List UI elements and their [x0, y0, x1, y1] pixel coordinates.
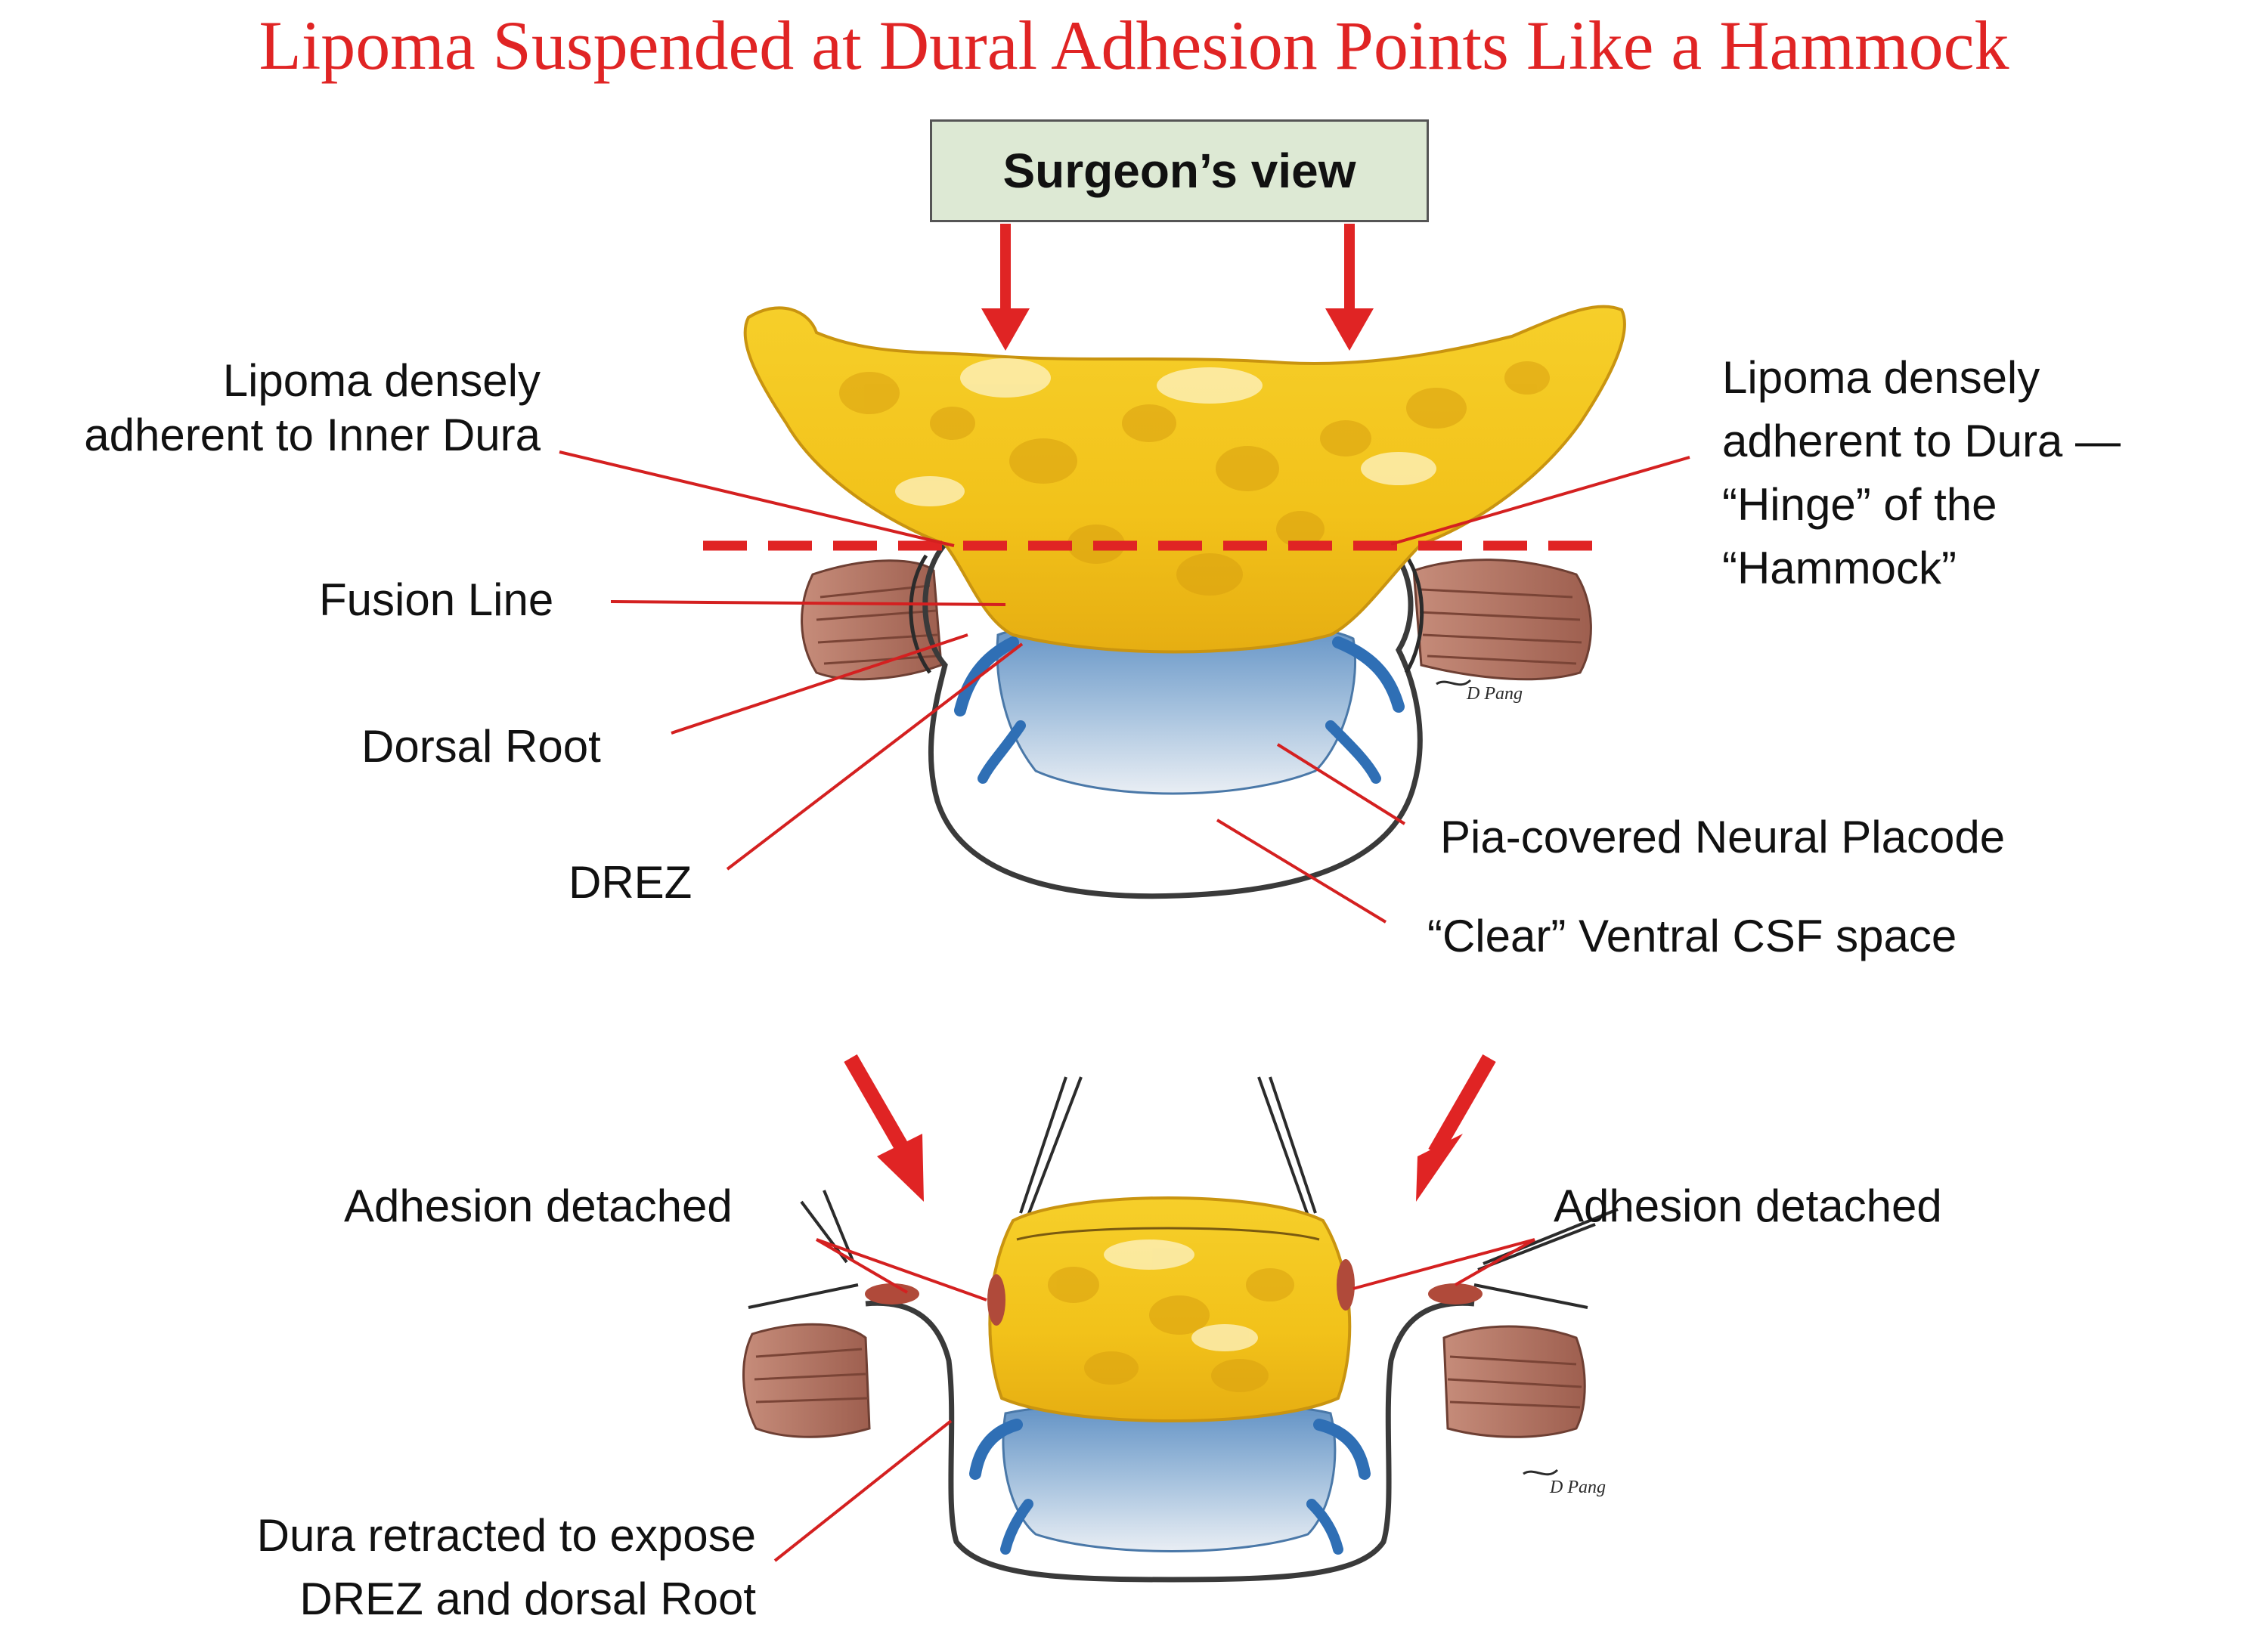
lower-signature: D Pang	[1523, 1469, 1606, 1497]
label-pia-placode: Pia-covered Neural Placode	[1440, 812, 2006, 862]
svg-text:D Pang: D Pang	[1466, 684, 1523, 704]
lower-retracted-dura	[865, 1300, 1475, 1583]
lower-leader-lines	[773, 1238, 1535, 1562]
lower-adhesion-tufts	[865, 1283, 1483, 1304]
lower-lipoma	[987, 1196, 1355, 1422]
label-adhesion-detached-left: Adhesion detached	[344, 1181, 733, 1231]
upper-muscle-right	[1412, 559, 1592, 681]
surgeon-view-arrows	[981, 224, 1374, 351]
svg-text:D Pang: D Pang	[1549, 1478, 1606, 1497]
upper-leader-lines	[559, 450, 1690, 924]
lower-neural-placode	[1002, 1400, 1337, 1552]
label-adhesion-detached-right: Adhesion detached	[1554, 1181, 1942, 1231]
label-lipoma-inner-dura: Lipoma densely adherent to Inner Dura	[84, 355, 541, 460]
upper-muscle-left	[801, 559, 943, 681]
lower-arrows	[844, 1054, 1496, 1202]
label-lipoma-dura-hinge: Lipoma densely adherent to Dura — “Hinge…	[1722, 352, 2121, 593]
lower-muscle-right	[1442, 1325, 1586, 1438]
label-dura-retracted: Dura retracted to expose DREZ and dorsal…	[256, 1510, 756, 1624]
upper-dorsal-roots	[954, 636, 1405, 784]
label-clear-csf: “Clear” Ventral CSF space	[1427, 911, 1957, 961]
lower-dorsal-roots	[969, 1419, 1371, 1555]
upper-signature: D Pang	[1436, 679, 1523, 704]
label-drez: DREZ	[569, 857, 692, 908]
upper-lipoma	[743, 305, 1626, 654]
diagram-title: Lipoma Suspended at Dural Adhesion Point…	[259, 7, 2009, 84]
upper-dural-sac	[922, 542, 1423, 899]
surgeons-view-box: Surgeon’s view	[930, 119, 1429, 222]
lower-muscle-left	[742, 1323, 871, 1438]
label-dorsal-root: Dorsal Root	[361, 721, 601, 772]
label-fusion-line: Fusion Line	[319, 574, 554, 625]
lower-figure: D Pang	[742, 1054, 1619, 1583]
upper-figure: D Pang	[559, 224, 1690, 924]
